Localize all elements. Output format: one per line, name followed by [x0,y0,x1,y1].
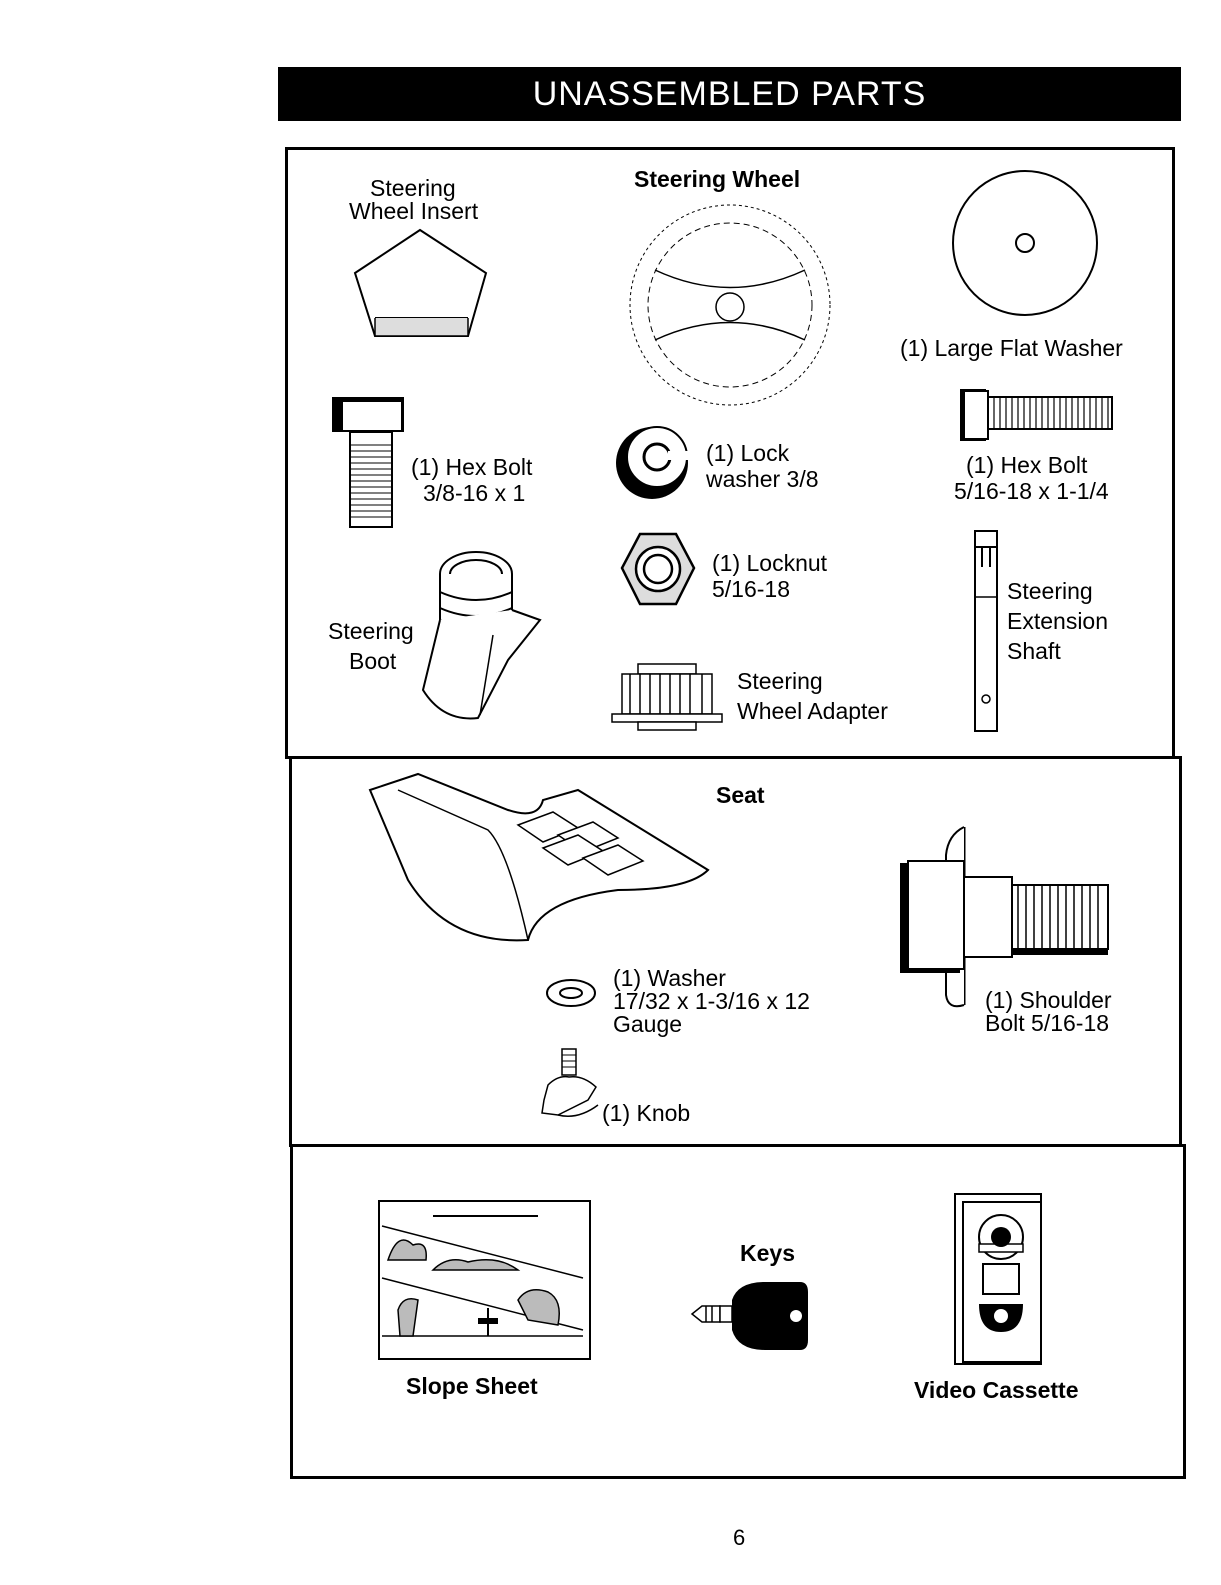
washer-label-1: (1) Washer [613,965,726,991]
lock-washer-label-2: washer 3/8 [706,466,819,492]
steering-wheel-insert-label-1: Steering [370,175,456,201]
shoulder-bolt-label-2: Bolt 5/16-18 [985,1010,1110,1036]
steering-wheel-adapter-label-2: Wheel Adapter [737,698,888,724]
page-title: UNASSEMBLED PARTS [278,67,1181,121]
hex-bolt-5-16-label-2: 5/16-18 x 1-1/4 [954,478,1109,504]
lock-washer-label-1: (1) Lock [706,440,790,466]
keys-title: Keys [740,1240,795,1266]
hex-bolt-5-16-icon [960,389,1113,441]
seat-icon [368,772,710,942]
knob-label: (1) Knob [602,1100,691,1126]
steering-boot-label-1: Steering [328,618,414,644]
steering-wheel-title: Steering Wheel [634,166,801,192]
shoulder-bolt-label-1: (1) Shoulder [985,987,1112,1013]
locknut-label-2: 5/16-18 [712,576,791,602]
steering-wheel-adapter-icon [611,663,723,731]
steering-extension-shaft-icon [974,530,998,732]
steering-wheel-adapter-label-1: Steering [737,668,823,694]
washer-label-3: Gauge [613,1011,683,1037]
steering-wheel-insert-label-2: Wheel Insert [349,198,479,224]
washer-label-2: 17/32 x 1-3/16 x 12 [613,988,810,1014]
hex-bolt-5-16-label-1: (1) Hex Bolt [966,452,1088,478]
slope-sheet-icon [378,1200,591,1360]
video-cassette-label: Video Cassette [914,1377,1079,1403]
shoulder-bolt-icon [900,826,1109,1008]
hex-bolt-3-8-label-1: (1) Hex Bolt [411,454,533,480]
steering-boot-icon [421,551,542,720]
large-flat-washer-label: (1) Large Flat Washer [900,335,1123,361]
hex-bolt-3-8-label-2: 3/8-16 x 1 [423,480,526,506]
knob-icon [541,1048,599,1117]
section-documents [290,1144,1186,1479]
steering-boot-label-2: Boot [349,648,397,674]
page-number-text: 6 [733,1525,746,1550]
steering-wheel-insert-icon [353,228,488,337]
washer-icon [546,979,596,1007]
slope-sheet-label: Slope Sheet [406,1373,538,1399]
lock-washer-icon [616,426,688,499]
large-flat-washer-icon [952,170,1098,316]
steering-wheel-icon [629,204,831,406]
key-icon [690,1282,808,1350]
steering-extension-shaft-label-3: Shaft [1007,638,1061,664]
hex-bolt-3-8-icon [332,397,404,528]
steering-extension-shaft-label-2: Extension [1007,608,1109,634]
steering-extension-shaft-label-1: Steering [1007,578,1093,604]
locknut-label-1: (1) Locknut [712,550,828,576]
seat-title: Seat [716,782,765,808]
locknut-icon [620,532,696,606]
video-cassette-icon [954,1193,1042,1365]
